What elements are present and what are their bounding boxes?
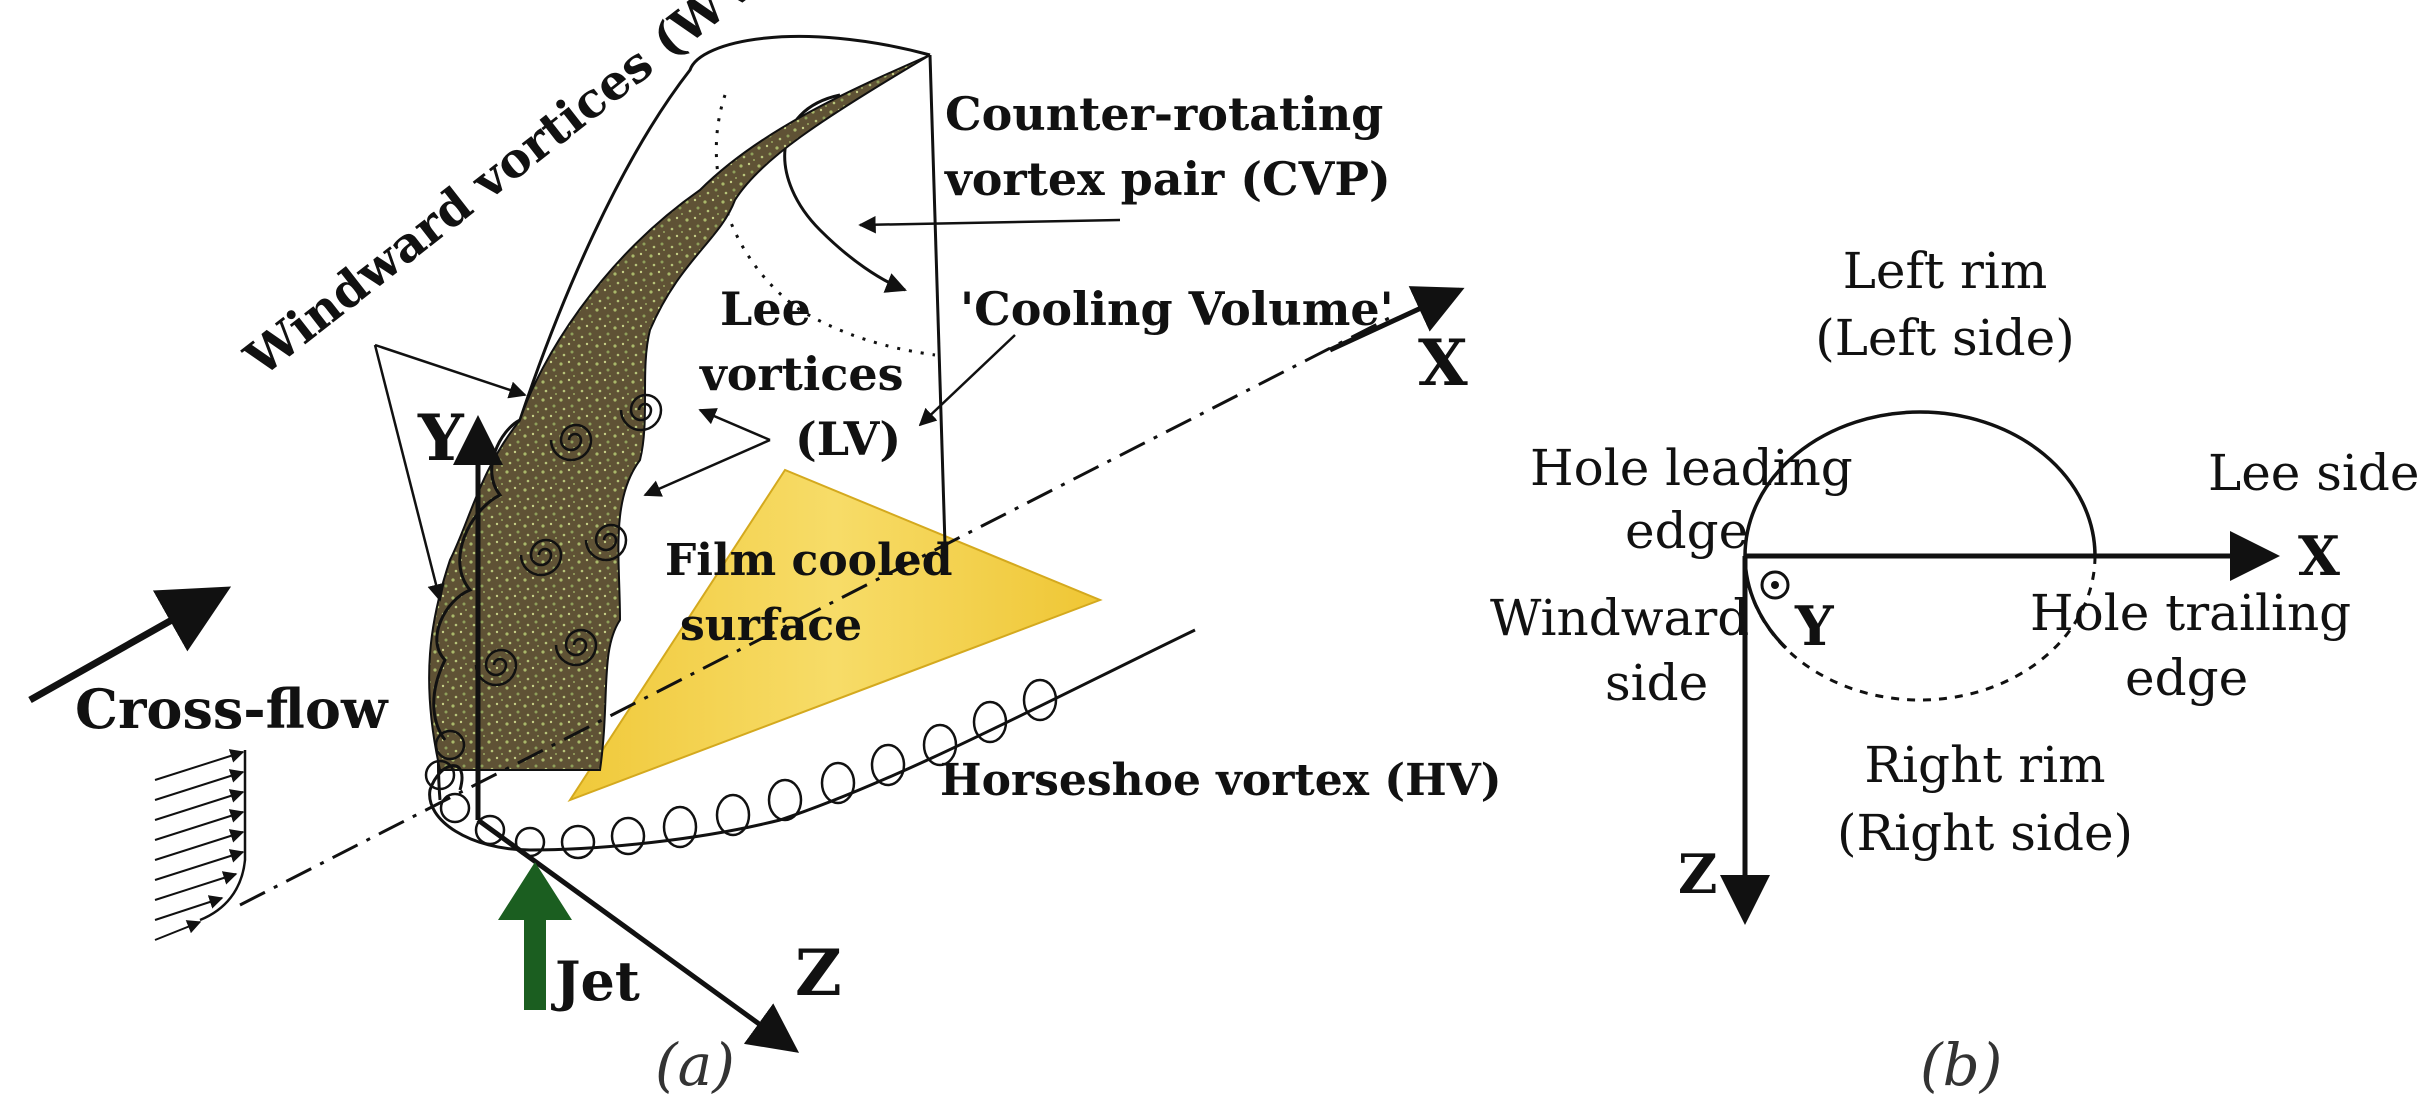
label-horseshoe: Horseshoe vortex (HV) xyxy=(940,755,1502,806)
cooling-volume-edge xyxy=(928,54,947,546)
cvp-dotted-line xyxy=(714,94,936,357)
label-axis-y-b: Y xyxy=(1794,594,1835,658)
label-windward-1: Windward xyxy=(1490,589,1749,647)
label-leading-2: edge xyxy=(1625,502,1748,560)
horseshoe-vortex xyxy=(428,628,1196,852)
label-right-rim-2: (Right side) xyxy=(1837,804,2133,862)
y-axis-out-of-page-icon xyxy=(1760,570,1790,600)
spiral-vortex xyxy=(554,628,598,667)
label-axis-z-b: Z xyxy=(1678,842,1717,906)
caption-b: (b) xyxy=(1920,1031,2002,1099)
hole-outline-windward xyxy=(1743,555,1788,650)
label-crossflow: Cross-flow xyxy=(75,677,389,741)
label-cvp-line2: vortex pair (CVP) xyxy=(944,152,1391,206)
hole-outline-solid xyxy=(1743,410,2097,557)
x-axis-arrow xyxy=(1328,286,1465,353)
jet-arrow xyxy=(498,862,572,1010)
crossflow-arrow xyxy=(28,586,232,704)
label-axis-z-a: Z xyxy=(795,936,842,1011)
leader-lines xyxy=(373,215,1121,602)
label-axis-x-b: X xyxy=(2298,524,2340,588)
label-film-line1: Film cooled xyxy=(665,535,953,586)
spiral-vortex xyxy=(519,538,563,577)
panel-a: Windward vortices (WV) Counter-rotating … xyxy=(28,0,1502,1099)
label-film-line2: surface xyxy=(680,600,862,651)
label-cvp-line1: Counter-rotating xyxy=(945,87,1383,141)
velocity-profile-curve xyxy=(199,750,247,922)
label-axis-y-a: Y xyxy=(417,401,465,476)
z-axis-arrow xyxy=(476,817,800,1053)
label-right-rim-1: Right rim xyxy=(1864,736,2105,794)
y-axis-dot xyxy=(1771,581,1779,589)
label-leading-1: Hole leading xyxy=(1530,439,1853,497)
velocity-profile-arrows xyxy=(154,749,245,941)
label-trailing-2: edge xyxy=(2125,649,2248,707)
label-lee-line2: vortices xyxy=(699,347,904,401)
lee-vortices xyxy=(474,393,663,687)
label-windward-2: side xyxy=(1605,654,1708,712)
label-axis-x-a: X xyxy=(1418,326,1468,401)
spiral-vortex xyxy=(619,393,663,432)
panel-b: Left rim (Left side) Right rim (Right si… xyxy=(1490,242,2420,1099)
film-cooled-surface xyxy=(567,468,1103,803)
vortex-body xyxy=(428,54,931,771)
label-trailing-1: Hole trailing xyxy=(2030,584,2351,642)
label-lee-line3: (LV) xyxy=(795,412,901,466)
label-jet: Jet xyxy=(551,949,640,1013)
label-cooling-volume: 'Cooling Volume' xyxy=(960,282,1394,336)
label-lee-side: Lee side xyxy=(2208,444,2420,502)
spiral-vortex xyxy=(549,423,593,462)
horseshoe-loops xyxy=(424,678,1058,860)
windward-vortex-outline xyxy=(432,418,521,741)
spiral-vortex xyxy=(584,523,628,562)
label-left-rim-1: Left rim xyxy=(1843,242,2048,300)
spiral-vortex xyxy=(474,648,518,687)
caption-a: (a) xyxy=(655,1031,735,1099)
label-left-rim-2: (Left side) xyxy=(1815,309,2075,367)
label-lee-line1: Lee xyxy=(720,282,811,336)
